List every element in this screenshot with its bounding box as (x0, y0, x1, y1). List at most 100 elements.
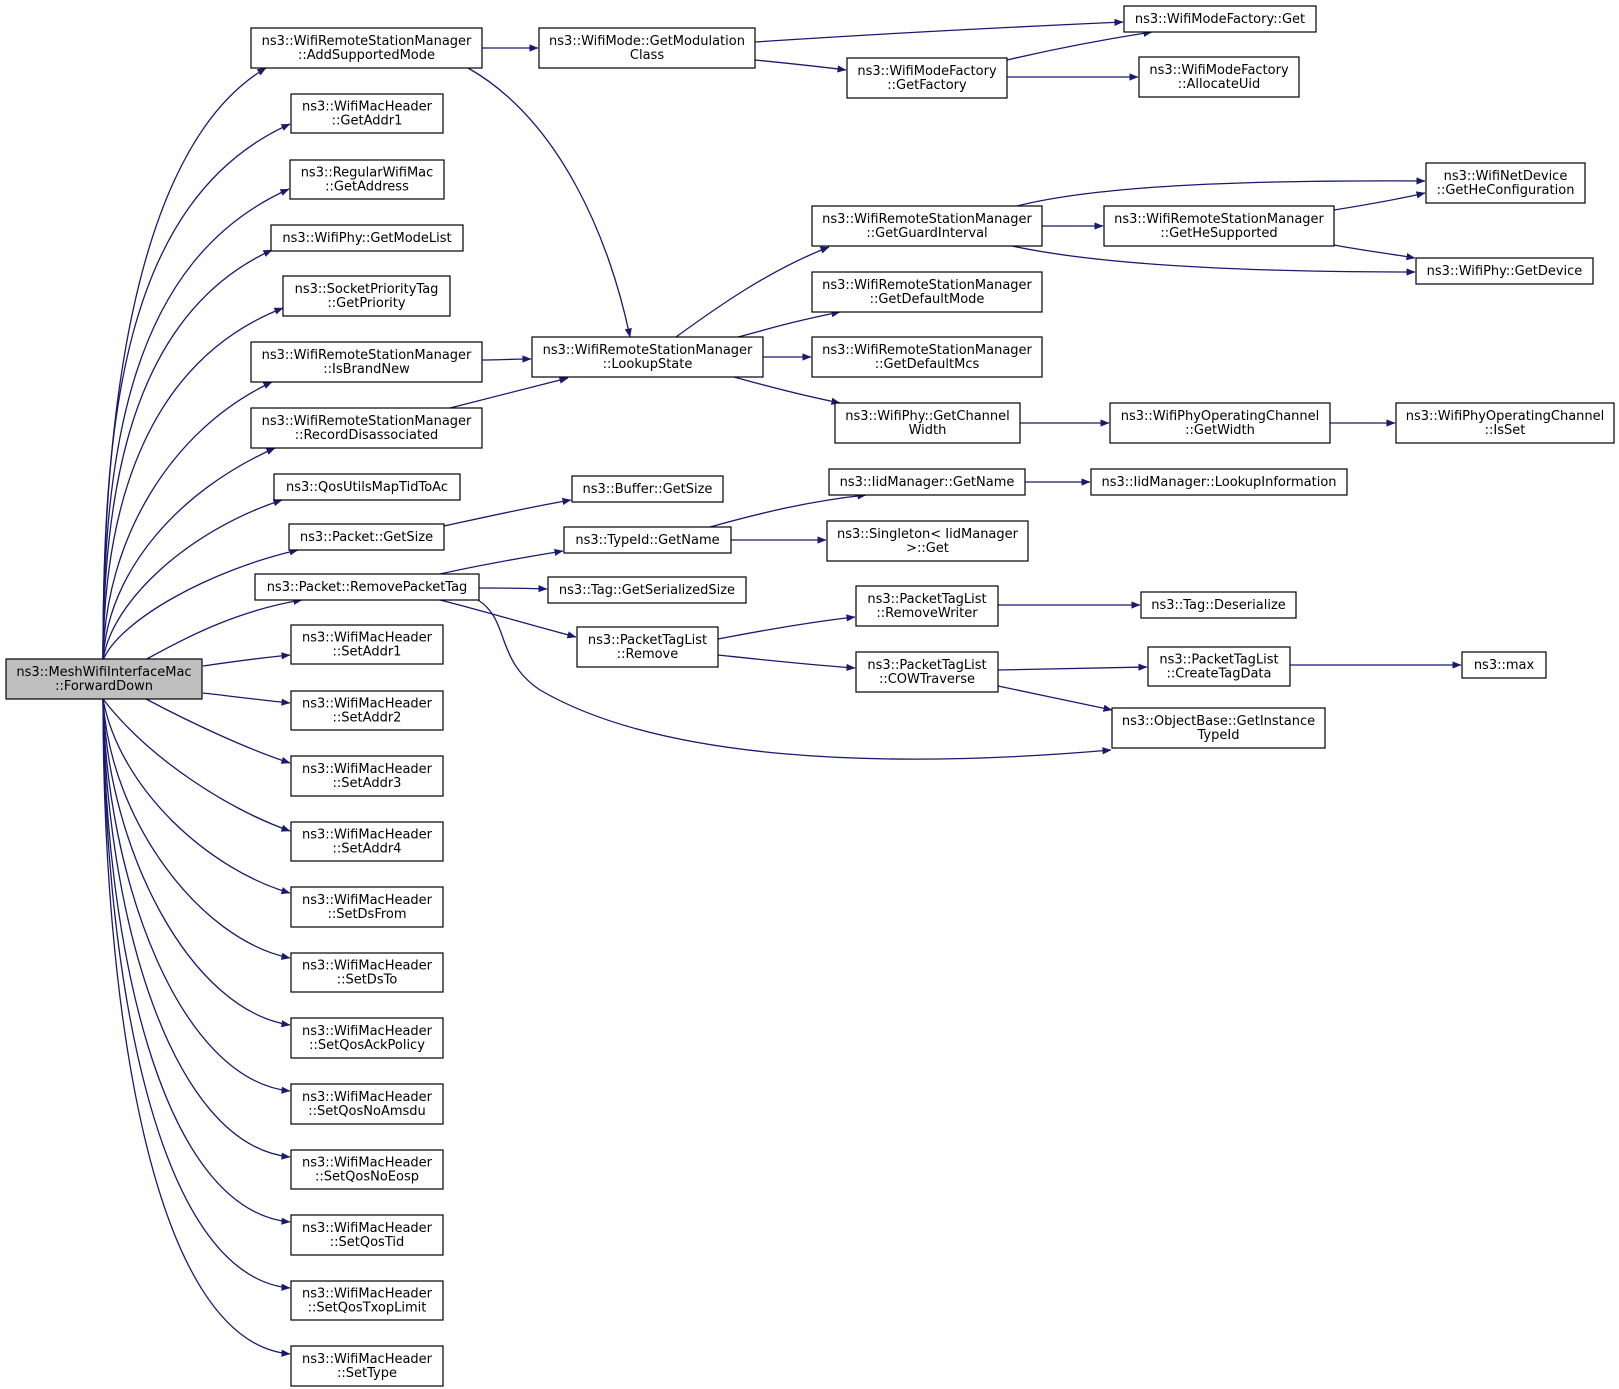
node-box (1103, 205, 1335, 247)
node-label-line: ns3::IidManager::LookupInformation (1101, 475, 1336, 490)
node-set-addr1[interactable]: ns3::WifiMacHeader::SetAddr1 (290, 624, 444, 665)
node-get-address[interactable]: ns3::RegularWifiMac::GetAddress (289, 159, 445, 200)
node-label-line: ns3::Packet::GetSize (300, 530, 433, 545)
node-set-qos-txop-limit[interactable]: ns3::WifiMacHeader::SetQosTxopLimit (290, 1280, 444, 1321)
edge-root-to-set-qos-txop-limit (102, 698, 291, 1291)
node-box (1111, 707, 1326, 749)
node-singleton-get[interactable]: ns3::Singleton< IidManager>::Get (826, 520, 1029, 562)
node-cow-traverse[interactable]: ns3::PacketTagList::COWTraverse (855, 651, 999, 693)
node-label-line: ns3::WifiRemoteStationManager (543, 343, 753, 358)
node-tag-get-serialized-size[interactable]: ns3::Tag::GetSerializedSize (547, 576, 747, 604)
node-iid-lookup-information[interactable]: ns3::IidManager::LookupInformation (1090, 468, 1348, 496)
node-label-line: ::GetFactory (887, 78, 967, 93)
node-box (290, 1214, 444, 1256)
edge-root-to-record-disassociated (102, 447, 276, 661)
edge-is-brand-new-to-lookup-state (481, 355, 532, 363)
node-set-addr4[interactable]: ns3::WifiMacHeader::SetAddr4 (290, 821, 444, 862)
node-wifi-phy-get-device[interactable]: ns3::WifiPhy::GetDevice (1415, 257, 1594, 285)
edge-get-he-supported-to-wifi-phy-get-device (1333, 244, 1416, 261)
node-label-line: ns3::WifiMacHeader (302, 1090, 433, 1105)
node-box (834, 402, 1021, 444)
node-type-id-get-name[interactable]: ns3::TypeId::GetName (563, 526, 732, 554)
node-get-he-configuration[interactable]: ns3::WifiNetDevice::GetHeConfiguration (1425, 162, 1586, 204)
node-set-ds-from[interactable]: ns3::WifiMacHeader::SetDsFrom (290, 886, 444, 928)
node-packet-get-size[interactable]: ns3::Packet::GetSize (288, 523, 445, 551)
edge-get-he-supported-to-get-he-configuration (1333, 191, 1426, 211)
node-label-line: ::GetAddr1 (332, 114, 403, 129)
node-label-line: ns3::WifiNetDevice (1444, 169, 1568, 184)
node-max[interactable]: ns3::max (1461, 651, 1547, 679)
node-create-tag-data[interactable]: ns3::PacketTagList::CreateTagData (1147, 646, 1291, 687)
edge-root-to-get-addr1 (102, 123, 291, 661)
node-label-line: ns3::WifiRemoteStationManager (262, 34, 472, 49)
edge-root-to-get-mode-list (102, 249, 273, 661)
node-iid-get-name[interactable]: ns3::IidManager::GetName (828, 468, 1026, 496)
node-box (1090, 468, 1348, 496)
node-set-ds-to[interactable]: ns3::WifiMacHeader::SetDsTo (290, 952, 444, 993)
node-lookup-state[interactable]: ns3::WifiRemoteStationManager::LookupSta… (531, 336, 764, 378)
node-get-guard-interval[interactable]: ns3::WifiRemoteStationManager::GetGuardI… (811, 205, 1043, 247)
node-label-line: ::GetPriority (327, 296, 406, 311)
node-label-line: ns3::WifiModeFactory::Get (1135, 12, 1305, 27)
node-buffer-get-size[interactable]: ns3::Buffer::GetSize (571, 475, 724, 503)
node-qos-utils[interactable]: ns3::QosUtilsMapTidToAc (273, 473, 461, 501)
node-label-line: ::IsBrandNew (323, 362, 410, 377)
node-get-default-mode[interactable]: ns3::WifiRemoteStationManager::GetDefaul… (811, 271, 1043, 313)
node-wifi-mode-factory-get[interactable]: ns3::WifiModeFactory::Get (1123, 5, 1317, 33)
node-box (250, 341, 483, 383)
node-get-he-supported[interactable]: ns3::WifiRemoteStationManager::GetHeSupp… (1103, 205, 1335, 247)
node-label-line: ns3::IidManager::GetName (840, 475, 1015, 490)
node-box (826, 520, 1029, 562)
node-label-line: ns3::WifiRemoteStationManager (262, 348, 472, 363)
node-label-line: ns3::WifiMacHeader (302, 828, 433, 843)
node-set-qos-ack-policy[interactable]: ns3::WifiMacHeader::SetQosAckPolicy (290, 1017, 444, 1059)
node-op-channel-is-set[interactable]: ns3::WifiPhyOperatingChannel::IsSet (1395, 402, 1615, 444)
node-label-line: ::AllocateUid (1178, 77, 1260, 92)
node-get-factory[interactable]: ns3::WifiModeFactory::GetFactory (846, 57, 1008, 99)
node-label-line: ns3::Tag::GetSerializedSize (559, 583, 735, 598)
node-label-line: >::Get (906, 541, 949, 556)
node-get-mode-list[interactable]: ns3::WifiPhy::GetModeList (270, 224, 464, 252)
node-set-type[interactable]: ns3::WifiMacHeader::SetType (290, 1345, 444, 1387)
node-label-line: ::SetAddr3 (333, 776, 402, 791)
node-record-disassociated[interactable]: ns3::WifiRemoteStationManager::RecordDis… (250, 407, 483, 449)
node-allocate-uid[interactable]: ns3::WifiModeFactory::AllocateUid (1138, 56, 1300, 98)
node-box (250, 27, 483, 69)
node-op-channel-get-width[interactable]: ns3::WifiPhyOperatingChannel::GetWidth (1109, 402, 1331, 444)
node-get-priority[interactable]: ns3::SocketPriorityTag::GetPriority (282, 275, 451, 317)
node-label-line: ns3::WifiMacHeader (302, 1024, 433, 1039)
node-set-qos-no-amsdu[interactable]: ns3::WifiMacHeader::SetQosNoAmsdu (290, 1083, 444, 1125)
node-set-qos-no-eosp[interactable]: ns3::WifiMacHeader::SetQosNoEosp (290, 1149, 444, 1190)
node-set-qos-tid[interactable]: ns3::WifiMacHeader::SetQosTid (290, 1214, 444, 1256)
node-box (288, 523, 445, 551)
edge-remove-packet-tag-to-packet-tag-list-remove (439, 599, 577, 639)
node-set-addr2[interactable]: ns3::WifiMacHeader::SetAddr2 (290, 690, 444, 731)
node-is-brand-new[interactable]: ns3::WifiRemoteStationManager::IsBrandNe… (250, 341, 483, 383)
node-get-addr1[interactable]: ns3::WifiMacHeader::GetAddr1 (290, 93, 444, 134)
node-label-line: ns3::WifiRemoteStationManager (822, 278, 1032, 293)
edge-get-factory-to-wifi-mode-factory-get (1006, 29, 1153, 61)
node-box (273, 473, 461, 501)
node-label-line: ns3::max (1474, 658, 1535, 673)
node-box (576, 626, 719, 668)
node-tag-deserialize[interactable]: ns3::Tag::Deserialize (1140, 591, 1297, 619)
edge-lookup-state-to-get-default-mode (737, 310, 841, 338)
node-set-addr3[interactable]: ns3::WifiMacHeader::SetAddr3 (290, 755, 444, 797)
node-remove-writer[interactable]: ns3::PacketTagList::RemoveWriter (855, 585, 999, 627)
node-box (290, 1345, 444, 1387)
node-remove-packet-tag[interactable]: ns3::Packet::RemovePacketTag (254, 573, 480, 601)
node-box (1425, 162, 1586, 204)
node-add-supported-mode[interactable]: ns3::WifiRemoteStationManager::AddSuppor… (250, 27, 483, 69)
node-root[interactable]: ns3::MeshWifiInterfaceMac::ForwardDown (5, 658, 203, 700)
node-packet-tag-list-remove[interactable]: ns3::PacketTagList::Remove (576, 626, 719, 668)
node-label-line: ::ForwardDown (55, 679, 153, 694)
node-label-line: ::COWTraverse (879, 672, 975, 687)
node-box (811, 336, 1043, 378)
edge-root-to-set-qos-ack-policy (102, 698, 291, 1028)
node-get-default-mcs[interactable]: ns3::WifiRemoteStationManager::GetDefaul… (811, 336, 1043, 378)
node-box (290, 624, 444, 665)
edge-root-to-is-brand-new (102, 381, 273, 661)
